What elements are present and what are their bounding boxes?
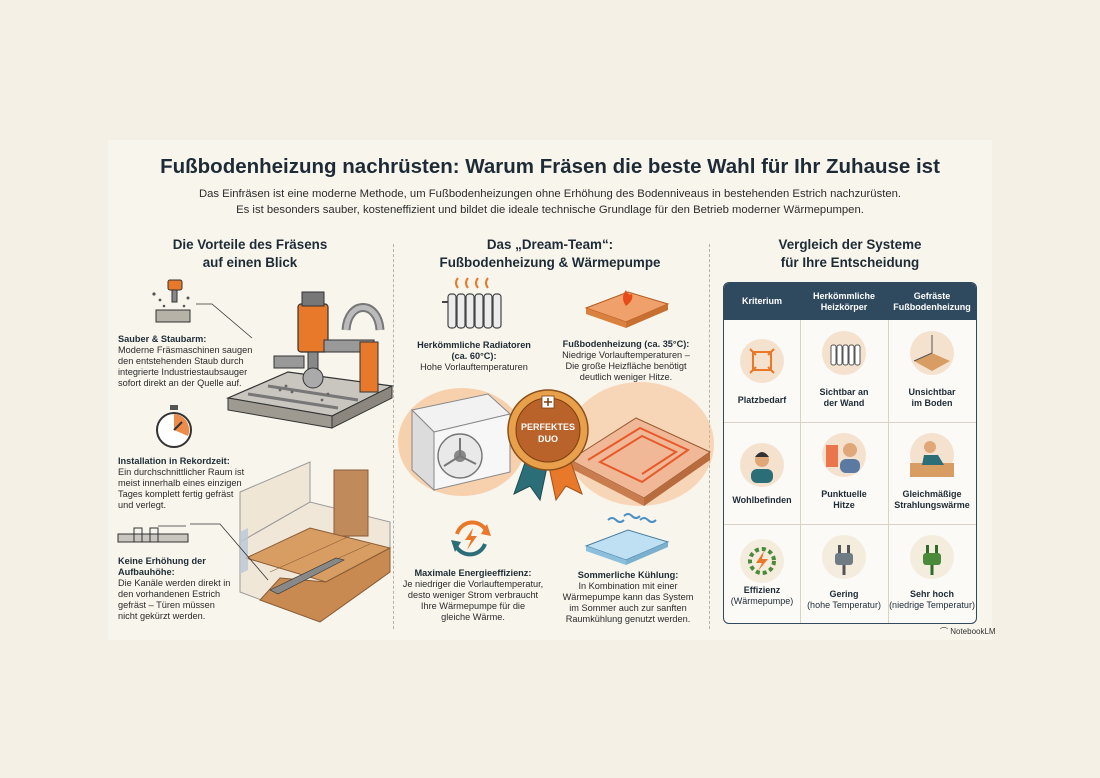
row-efficiency-radiator: Gering(hohe Temperatur) xyxy=(807,589,881,610)
floor-heating-label: Fußbodenheizung (ca. 35°C): Niedrige Vor… xyxy=(562,339,690,382)
callout-line xyxy=(190,523,269,581)
heat-pump-illustration xyxy=(398,388,526,496)
efficiency-cycle-icon xyxy=(451,520,491,557)
milling-machine-illustration xyxy=(225,291,395,429)
drill-dust-icon xyxy=(152,279,191,323)
badge-line-1: PERFEKTES xyxy=(521,422,575,432)
row-comfort-criterion: Wohlbefinden xyxy=(732,495,792,505)
radiator-label: Herkömmliche Radiatoren (ca. 60°C): Hohe… xyxy=(417,340,531,372)
benefit-height: Keine Erhöhung der Aufbauhöhe: Die Kanäl… xyxy=(118,556,231,621)
perfect-duo-badge: PERFEKTES DUO xyxy=(507,389,589,502)
header-floor-heating: Gefräste Fußbodenheizung xyxy=(893,290,971,312)
plug-gray-icon xyxy=(822,535,866,579)
right-heading: Vergleich der Systeme für Ihre Entscheid… xyxy=(778,237,922,270)
room-floor-illustration xyxy=(239,461,392,623)
benefit-clean: Sauber & Staubarm: Moderne Fräsmaschinen… xyxy=(118,334,253,388)
heated-floor-icon xyxy=(584,290,670,328)
relaxed-person-icon xyxy=(910,433,954,477)
callout-line xyxy=(196,303,253,339)
left-heading: Die Vorteile des Fräsens auf einen Blick xyxy=(172,237,328,270)
row-line xyxy=(724,422,976,423)
hot-person-icon xyxy=(822,433,866,477)
cooling-label: Sommerliche Kühlung: In Kombination mit … xyxy=(562,570,694,624)
brand-footer: ⌒ NotebookLM xyxy=(940,627,996,636)
badge-line-2: DUO xyxy=(538,434,558,444)
column-line xyxy=(800,320,801,623)
row-space-criterion: Platzbedarf xyxy=(737,395,787,405)
table-header xyxy=(724,283,976,320)
header-criterion: Kriterium xyxy=(741,296,782,306)
row-efficiency-floor: Sehr hoch(niedrige Temperatur) xyxy=(889,589,975,610)
stopwatch-icon xyxy=(156,405,192,448)
radiator-icon xyxy=(442,277,502,329)
comparison-table: Kriterium Herkömmliche Heizkörper Gefräs… xyxy=(723,282,977,624)
person-icon xyxy=(740,443,784,487)
plug-green-icon xyxy=(910,535,954,579)
floor-corner-icon xyxy=(910,331,954,375)
notebooklm-logo-icon: ⌒ xyxy=(940,627,951,636)
row-efficiency-criterion: Effizienz(Wärmepumpe) xyxy=(730,585,794,606)
page-title: Fußbodenheizung nachrüsten: Warum Fräsen… xyxy=(160,155,940,178)
header-radiators: Herkömmliche Heizkörper xyxy=(812,290,876,312)
benefit-speed: Installation in Rekordzeit: Ein durchsch… xyxy=(118,456,245,510)
column-line xyxy=(888,320,889,623)
row-line xyxy=(724,524,976,525)
column-divider xyxy=(709,244,710,629)
floor-profile-icon xyxy=(117,525,189,543)
middle-heading: Das „Dream-Team“: Fußbodenheizung & Wärm… xyxy=(439,237,661,270)
cooling-floor-icon xyxy=(584,513,670,565)
space-icon xyxy=(740,339,784,383)
wall-radiator-icon xyxy=(822,331,866,375)
column-divider xyxy=(393,244,394,629)
floor-panel-illustration xyxy=(566,382,714,506)
intro-text: Das Einfräsen ist eine moderne Methode, … xyxy=(198,188,902,216)
efficiency-label: Maximale Energieeffizienz: Je niedriger … xyxy=(402,568,544,622)
efficiency-gear-icon xyxy=(740,539,784,583)
